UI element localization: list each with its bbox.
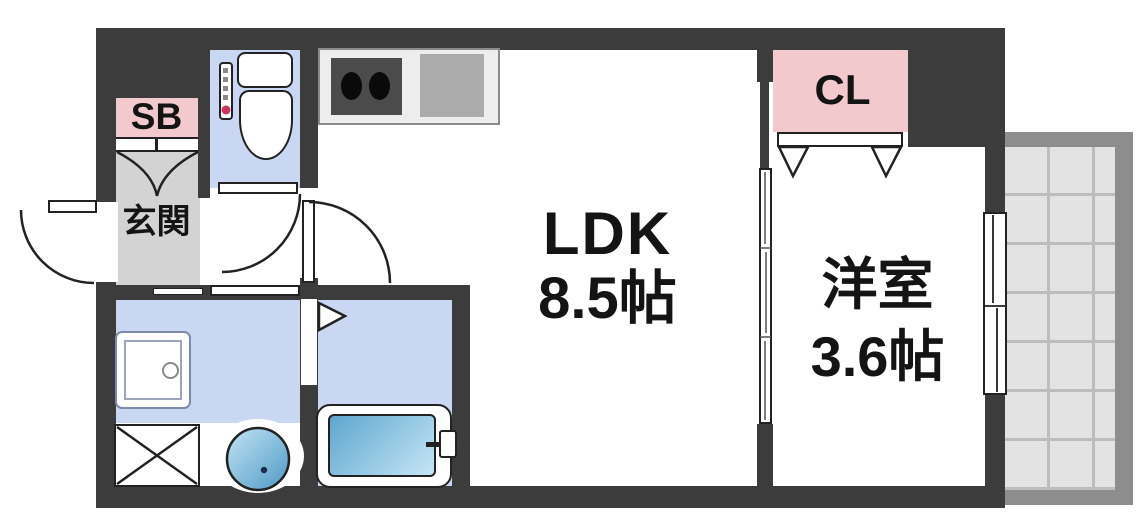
wall-top — [96, 28, 1005, 50]
shoe-box-shelf-divider — [155, 137, 158, 152]
round-wash-basin — [225, 426, 291, 492]
wall-ldk-western-bottom — [757, 424, 773, 508]
washing-machine-drain — [162, 362, 179, 379]
kitchen-sink — [420, 54, 484, 117]
balcony-rail-bottom — [1005, 490, 1133, 505]
western-room-name-label: 洋室 — [821, 253, 934, 316]
shoe-box-door-curve-left — [116, 150, 159, 197]
bathtub — [328, 414, 436, 477]
wall-ldk-western-stub — [760, 82, 769, 170]
toilet-door-leaf — [218, 182, 298, 194]
toilet-door-arc — [221, 193, 302, 274]
stove-burner-left — [341, 72, 362, 100]
balcony-tiles — [1005, 147, 1115, 490]
window-pane-lines — [985, 215, 1005, 392]
closet — [773, 48, 912, 132]
closet-door-track — [777, 132, 903, 147]
balcony-window — [983, 212, 1007, 395]
washroom-sliding-door-b — [210, 285, 300, 296]
wall-corner-topright — [908, 28, 1005, 147]
ldk-door-leaf — [302, 200, 315, 283]
ldk-name-label: LDK — [542, 200, 673, 267]
bathroom-door-opening — [301, 299, 317, 385]
ldk-size-label: 8.5帖 — [538, 266, 677, 331]
wall-bottom — [96, 486, 1005, 508]
closet-label: CL — [814, 66, 871, 113]
closet-door-triangle-left — [777, 145, 811, 179]
toilet-bowl — [239, 90, 293, 160]
entrance-label: 玄関 — [122, 203, 191, 241]
bathroom-door-triangle — [317, 300, 348, 333]
balcony-rail-top — [1005, 132, 1133, 147]
wall-ldk-western-top — [757, 28, 773, 82]
washroom-sliding-door-a — [153, 288, 203, 295]
sliding-door-lines — [760, 172, 771, 420]
wall-toilet-right — [300, 28, 318, 188]
ldk-door-arc — [308, 200, 392, 284]
entrance-door-leaf — [48, 200, 97, 213]
bathtub-faucet-stem — [426, 442, 440, 447]
x-box-cross — [116, 425, 198, 486]
western-room-size-label: 3.6帖 — [810, 325, 945, 388]
bathtub-faucet — [439, 430, 457, 458]
toilet-tank — [237, 52, 293, 88]
stove-burner-right — [369, 72, 390, 100]
entrance-door-arc — [19, 209, 95, 285]
entrance-floor — [113, 137, 200, 285]
shoe-box-label: SB — [130, 95, 183, 137]
washlet-buttons — [221, 68, 231, 115]
shoe-box-door-curve-right — [155, 150, 199, 197]
shoe-box — [113, 95, 200, 137]
basin-drain — [260, 466, 268, 474]
closet-door-triangle-right — [870, 145, 904, 179]
balcony-rail-right — [1115, 132, 1133, 505]
entrance-door-opening — [94, 202, 118, 282]
wall-above-shoebox — [96, 28, 200, 98]
wall-entrance-toilet — [198, 28, 210, 198]
